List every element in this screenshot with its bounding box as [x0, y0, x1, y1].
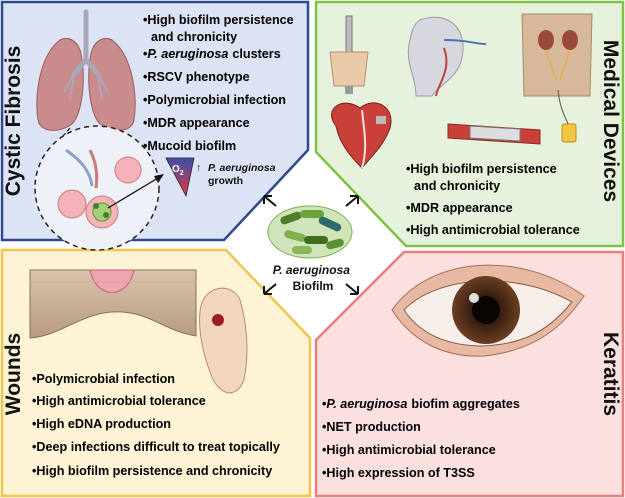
heart-illustration: [331, 102, 392, 169]
cystic-fibrosis-bullets: •High biofilm persistence and chronicity…: [143, 13, 297, 153]
cystic-fibrosis-title: Cystic Fibrosis: [2, 46, 25, 197]
foot-illustration: [199, 287, 248, 394]
growth-annotation: ↑ P. aeruginosa growth: [196, 162, 278, 187]
lungs-illustration: [36, 9, 136, 131]
medical-devices-title: Medical Devices: [599, 40, 622, 202]
wounds-title: Wounds: [2, 333, 25, 415]
stent-illustration: [447, 123, 541, 145]
catheter-illustration: [329, 15, 369, 94]
wounds-bullets: •Polymicrobial infection •High antimicro…: [32, 372, 283, 478]
medical-devices-bullets: •High biofilm persistence and chronicity…: [406, 162, 580, 237]
biofilm-illustration: [267, 205, 353, 259]
skin-wound-illustration: [29, 269, 197, 339]
urinary-catheter-illustration: [521, 13, 593, 143]
eye-illustration: [391, 264, 585, 357]
center-arrows: [263, 195, 359, 295]
intubation-illustration: [407, 16, 487, 97]
alveoli-arrow: [107, 177, 159, 209]
center-label: P. aeruginosa Biofilm: [273, 263, 354, 293]
alveoli-illustration: [57, 148, 142, 229]
oxygen-label: O2: [172, 164, 184, 177]
alveoli-arrowhead: [154, 174, 164, 183]
keratitis-title: Keratitis: [599, 332, 622, 416]
oxygen-gradient-triangle: [165, 157, 195, 198]
